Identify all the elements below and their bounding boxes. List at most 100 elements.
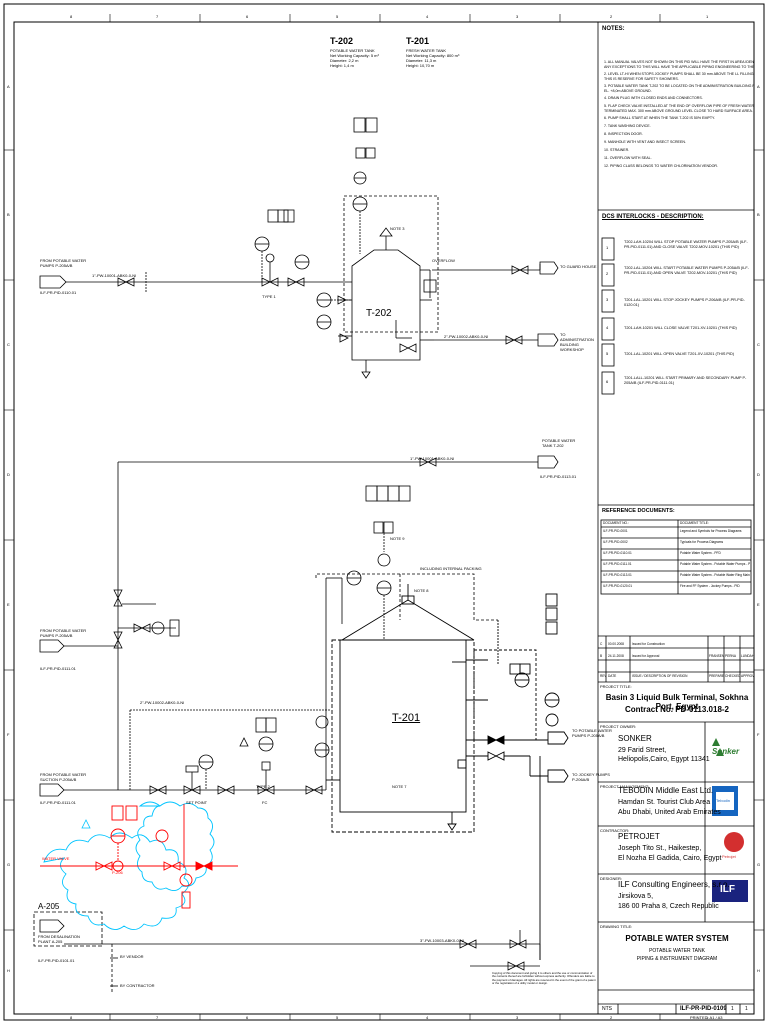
line-label-bot: 3"-FW-10003-ABK0-0-NI bbox=[420, 938, 465, 943]
ilf-logo: ILF bbox=[720, 884, 735, 895]
company-address: Joseph Tito St., Haikestep,El Nozha El G… bbox=[618, 845, 722, 862]
company-name: PETROJET bbox=[618, 832, 660, 841]
reference-header: DOCUMENT NO.: bbox=[603, 521, 629, 525]
col-label-bottom: 1 bbox=[706, 1015, 709, 1020]
note-item: 10. STRAINER. bbox=[604, 148, 630, 152]
internal-packing-label: INCLUDING INTERNAL PACKING bbox=[420, 566, 482, 571]
from-potable-mid-ref: ILF-PR-PID-0111.01 bbox=[40, 666, 76, 671]
row-label-left: F bbox=[7, 732, 10, 737]
reference-cell: ILF-PR-PID-0002 bbox=[603, 540, 628, 544]
row-label-left: A bbox=[7, 84, 10, 89]
col-label-bottom: 3 bbox=[516, 1015, 519, 1020]
rev-triangle bbox=[81, 819, 91, 829]
note3-label: NOTE 3 bbox=[390, 226, 405, 231]
reference-cell: Potable Water System - Potable Water Pum… bbox=[680, 562, 750, 566]
row-label-left: G bbox=[7, 862, 11, 867]
guard-house-label: TO GUARD HOUSE bbox=[560, 264, 597, 269]
revision-cell: LUNDAHL bbox=[741, 654, 754, 658]
dcs-item: T201-LALL-10201 WILL START PRIMARY AND S… bbox=[624, 376, 747, 385]
line-label-mid: 2"-PW-10002-ABK0-0-NI bbox=[140, 700, 185, 705]
note-item: 11. OVERFLOW WITH SEAL. bbox=[604, 156, 652, 160]
a205-label: A-205 bbox=[38, 902, 60, 911]
company-role: DESIGNER: bbox=[600, 876, 623, 881]
reference-cell: Potable Water System - PFD bbox=[680, 551, 721, 555]
tebodin-logo: Tebodin bbox=[716, 798, 731, 803]
t202-tank-label: T-202 bbox=[366, 308, 392, 319]
project-line2: Contract No. PD-0113.018-2 bbox=[624, 705, 730, 714]
revision-cell: PREPARED bbox=[709, 674, 724, 678]
note-item: 5. FLAP CHECK VALVE INSTALLED AT THE END… bbox=[604, 104, 754, 108]
col-label-bottom: 5 bbox=[336, 1015, 339, 1020]
offpage-from-suction bbox=[39, 783, 65, 797]
company-name: SONKER bbox=[618, 734, 652, 743]
dcs-item: T201-LAH-10201 WILL CLOSE VALVE T201-XV-… bbox=[624, 326, 737, 330]
dcs-item: T201-LAL-10201 WILL STOP JOCKEY PUMPS P-… bbox=[624, 298, 745, 307]
reference-cell: ILF-PR-PID-0110.01 bbox=[603, 551, 632, 555]
project-line1: Basin 3 Liquid Bulk Terminal, Sokhna Por… bbox=[605, 693, 749, 711]
revision-cell: PERNA bbox=[725, 654, 736, 658]
row-label-right: G bbox=[757, 862, 761, 867]
inner-frame bbox=[13, 21, 755, 1015]
border-ticks bbox=[4, 14, 764, 1020]
reference-cell: Fire and FF System - Jockey Pumps - PID bbox=[680, 584, 740, 588]
note-item: TERMINATED MAX. 300 mm ABOVE GROUND LEVE… bbox=[604, 109, 753, 113]
from-potable-top-ref: ILF-PR-PID-0110.01 bbox=[40, 290, 77, 295]
t201-tank bbox=[326, 584, 569, 960]
reference-header: DOCUMENT TITLE: bbox=[680, 521, 709, 525]
row-label-right: F bbox=[757, 732, 760, 737]
col-label-top: 7 bbox=[156, 14, 159, 19]
logo-ilf bbox=[712, 880, 748, 902]
note-item: 7. TANK WASHING DEVICE. bbox=[604, 124, 651, 128]
reference-cell: ILF-PR-PID-0111.01 bbox=[603, 562, 632, 566]
note-item: 12. PIPING CLASS BELONGS TO WATER CHLORI… bbox=[604, 164, 719, 168]
offpage-potable-water bbox=[537, 455, 559, 469]
company-address: 29 Farid Street,Heliopolis,Cairo, Egypt … bbox=[618, 747, 710, 763]
reference-cell: ILF-PR-PID-0120.01 bbox=[603, 584, 633, 588]
revision-cell: DATE bbox=[608, 674, 617, 678]
t201-tank-label: T-201 bbox=[392, 712, 421, 724]
tank-t201-dashed bbox=[331, 639, 475, 833]
by-vendor-label: BY VENDOR bbox=[120, 954, 144, 959]
outer-frame bbox=[3, 3, 765, 1021]
logo-sonker bbox=[712, 738, 724, 756]
type1-label: TYPE 1 bbox=[262, 294, 276, 299]
drawing-sub1: POTABLE WATER TANK bbox=[649, 948, 705, 954]
col-label-top: 4 bbox=[426, 14, 429, 19]
tank-t202-shape bbox=[351, 249, 421, 361]
note-item: 3. POTABLE WATER TANK T-202 TO BE LOCATE… bbox=[604, 84, 754, 88]
revision-cell: 00.00.2008 bbox=[608, 642, 624, 646]
dcs-tag: 2 bbox=[606, 271, 609, 276]
note-item: EL. +8,0m ABOVE GROUND. bbox=[604, 89, 652, 93]
revision-cell: FRANSEN bbox=[709, 654, 724, 658]
row-label-left: H bbox=[7, 968, 10, 973]
from-suction-ref: ILF-PR-PID-0111.01 bbox=[40, 800, 76, 805]
company-name: TEBODIN Middle East Ltd. bbox=[618, 786, 714, 795]
dcs-item: T202-LAH-10204 WILL STOP POTABLE WATER P… bbox=[624, 240, 748, 249]
type2-label: TYPE 2 bbox=[256, 784, 270, 789]
dcs-item: T201-LAL-10201 WILL OPEN VALVE T201-XV-1… bbox=[624, 352, 735, 356]
dcs-tag: 3 bbox=[606, 297, 609, 302]
offpage-to-jockey bbox=[547, 769, 569, 783]
col-label-top: 3 bbox=[516, 14, 519, 19]
revision-cell: 24.11.2008 bbox=[608, 654, 624, 658]
company-role: CONTRACTOR: bbox=[600, 828, 630, 833]
revision-cell: B bbox=[600, 654, 603, 658]
fc-label: FC bbox=[262, 800, 268, 805]
revision-cell: CHECKED bbox=[725, 674, 740, 678]
overflow-label: OVERFLOW bbox=[432, 258, 455, 263]
water-valve-label: WATER VALVE bbox=[42, 856, 70, 861]
row-label-left: B bbox=[7, 212, 10, 217]
dcs-tag: 4 bbox=[606, 325, 609, 330]
reference-cell: Potable Water System - Potable Water Rin… bbox=[680, 573, 750, 577]
drawing-number: ILF-PR-PID-0109 bbox=[680, 1006, 727, 1012]
